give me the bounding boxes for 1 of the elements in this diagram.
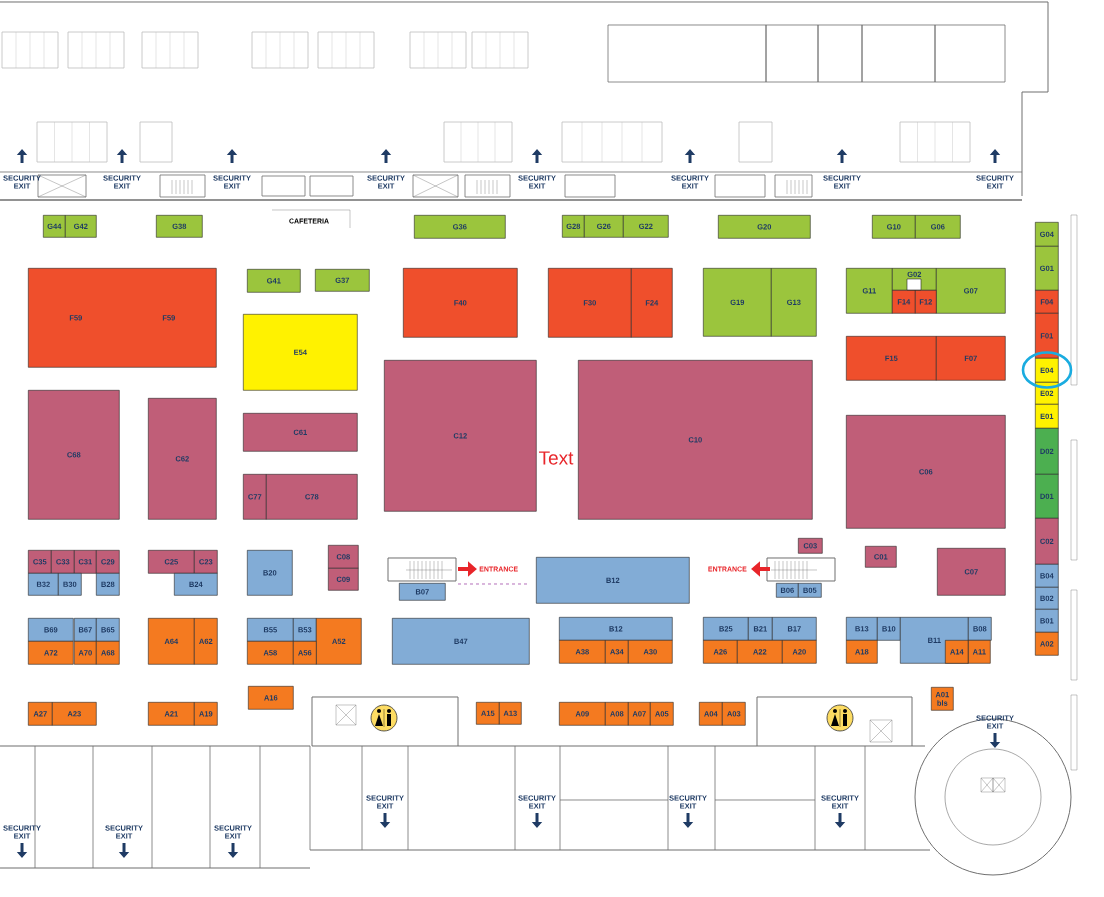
text-label: Text — [539, 451, 574, 465]
